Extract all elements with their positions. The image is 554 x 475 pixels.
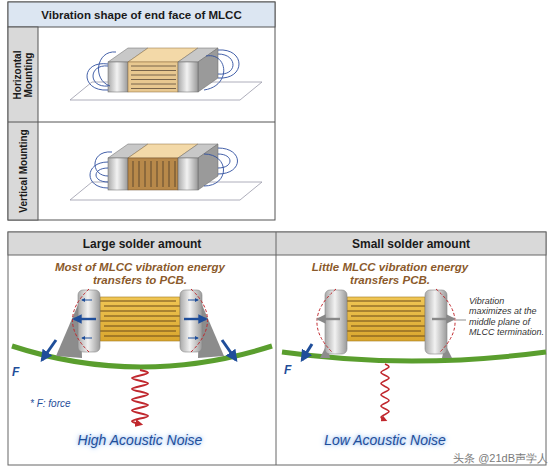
row-label-fill: [8, 27, 38, 220]
mlcc-small-solder: [282, 289, 546, 420]
vibration-note: Vibration maximizes at the middle plane …: [469, 296, 547, 337]
force-symbol: F: [284, 364, 298, 378]
row-label-text: Vertical Mounting: [18, 126, 29, 216]
noise-level: Low Acoustic Noise: [280, 432, 490, 448]
noise-level: High Acoustic Noise: [30, 432, 250, 448]
force-note: * F: force: [30, 398, 110, 410]
energy-note: Little MLCC vibration energy transfers P…: [290, 261, 490, 287]
header-text: Large solder amount: [83, 237, 202, 251]
column-header: Small solder amount: [276, 232, 546, 255]
row-label: Vertical Mounting: [8, 122, 38, 220]
mlcc-vertical: [70, 144, 262, 200]
row-label-text: Horizontal Mounting: [12, 31, 34, 118]
header-fill: [8, 232, 546, 255]
panel-frame: [8, 2, 275, 220]
column-header: Large solder amount: [8, 232, 276, 255]
header-fill: [8, 2, 275, 27]
header-text: Small solder amount: [352, 237, 470, 251]
mlcc-large-solder: [12, 289, 272, 424]
title-box: Vibration shape of end face of MLCC: [8, 2, 275, 27]
mlcc-horizontal: [70, 48, 262, 100]
row-label: Horizontal Mounting: [8, 27, 38, 122]
column-divider: [276, 232, 277, 465]
watermark: 头条 @21dB声学人: [430, 452, 548, 465]
energy-note: Most of MLCC vibration energy transfers …: [30, 261, 250, 287]
force-symbol: F: [12, 366, 26, 380]
panel-frame: [8, 232, 546, 465]
header-text: Vibration shape of end face of MLCC: [41, 9, 241, 21]
row-divider: [8, 122, 275, 123]
